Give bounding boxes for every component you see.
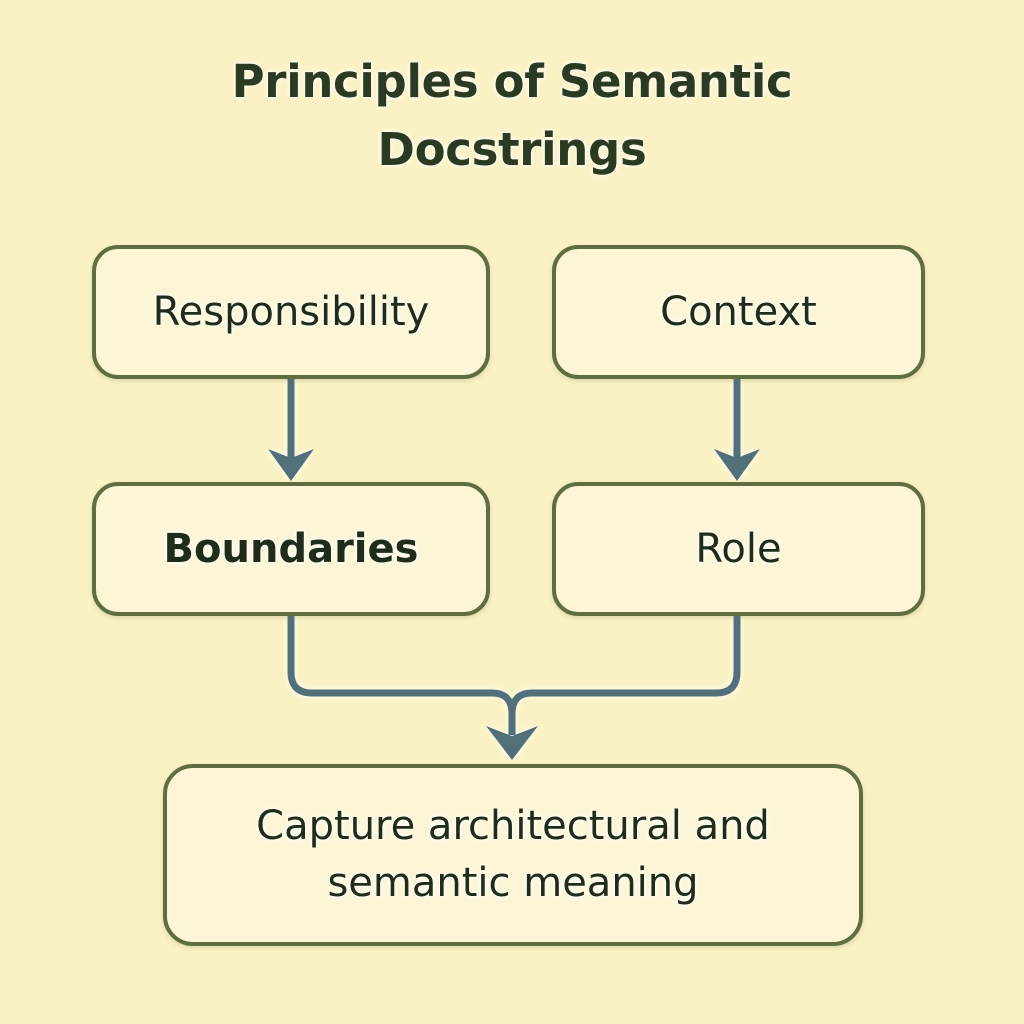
node-outcome-label: Capture architectural and semantic meani… (256, 803, 770, 906)
node-boundaries[interactable]: Boundaries (92, 482, 490, 616)
arrow-role-to-outcome (508, 616, 741, 735)
node-responsibility-label: Responsibility (152, 289, 430, 335)
node-context-label: Context (660, 289, 817, 335)
node-role[interactable]: Role (552, 482, 925, 616)
arrow-context-to-role (714, 379, 760, 481)
node-context[interactable]: Context (552, 245, 925, 379)
node-boundaries-label: Boundaries (163, 526, 419, 572)
arrow-boundaries-to-outcome (287, 616, 516, 735)
page-title: Principles of Semantic Docstrings (231, 55, 793, 176)
arrowhead-merge-to-outcome (486, 726, 538, 760)
node-role-label: Role (695, 526, 782, 572)
node-responsibility[interactable]: Responsibility (92, 245, 490, 379)
arrow-responsibility-to-boundaries (268, 379, 314, 481)
node-outcome[interactable]: Capture architectural and semantic meani… (163, 764, 863, 946)
